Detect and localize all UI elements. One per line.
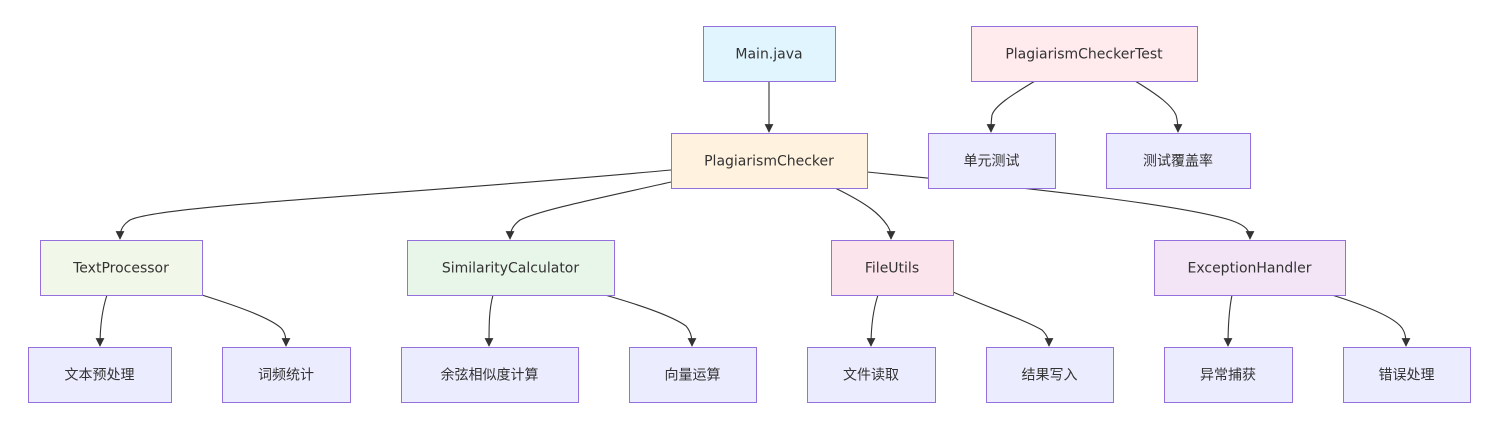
node-main[interactable]: Main.java (703, 26, 836, 82)
edge-checker-to-textproc (115, 169, 672, 240)
node-box (401, 347, 579, 403)
node-label: 余弦相似度计算 (441, 367, 539, 384)
node-box (971, 26, 1198, 82)
node-label: 异常捕获 (1200, 368, 1256, 384)
edge-exhandler-to-excatch (1223, 294, 1233, 347)
edge-checker-to-simcalc (505, 181, 672, 240)
edges-layer (95, 80, 1411, 347)
node-resultwrite[interactable]: 结果写入 (986, 347, 1114, 403)
edge-simcalc-to-cosine (484, 294, 494, 347)
node-label: TextProcessor (72, 261, 169, 277)
node-box (1164, 347, 1293, 403)
node-label: 测试覆盖率 (1143, 153, 1213, 170)
node-preproc[interactable]: 文本预处理 (28, 347, 172, 403)
edge-fileutils-to-resultwrite (952, 291, 1054, 347)
node-box (831, 240, 954, 296)
node-box (222, 347, 351, 403)
node-label: ExceptionHandler (1187, 261, 1311, 277)
edge-textproc-to-preproc (95, 294, 108, 347)
node-label: 向量运算 (665, 368, 721, 384)
node-label: PlagiarismChecker (704, 154, 834, 170)
node-exhandler[interactable]: ExceptionHandler (1154, 240, 1346, 296)
node-box (28, 347, 172, 403)
node-unit[interactable]: 单元测试 (928, 133, 1056, 189)
node-box (40, 240, 203, 296)
node-coverage[interactable]: 测试覆盖率 (1106, 133, 1251, 189)
node-excatch[interactable]: 异常捕获 (1164, 347, 1293, 403)
node-label: 结果写入 (1022, 368, 1078, 384)
node-box (1106, 133, 1251, 189)
node-fileutils[interactable]: FileUtils (831, 240, 954, 296)
node-box (807, 347, 936, 403)
node-box (407, 240, 615, 296)
node-box (1154, 240, 1346, 296)
node-label: SimilarityCalculator (442, 261, 580, 277)
edge-test-to-coverage (1134, 80, 1183, 133)
nodes-layer: Main.java PlagiarismCheckerTestPlagiarism… (28, 26, 1471, 403)
node-label: Main.java (735, 47, 802, 63)
node-label: 词频统计 (258, 368, 314, 384)
node-cosine[interactable]: 余弦相似度计算 (401, 347, 579, 403)
edge-test-to-unit (986, 80, 1036, 133)
node-box (928, 133, 1056, 189)
node-textproc[interactable]: TextProcessor (40, 240, 203, 296)
node-box (1343, 347, 1471, 403)
node-label: 文本预处理 (65, 368, 135, 384)
node-label: 文件读取 (843, 367, 899, 384)
node-label: FileUtils (865, 261, 919, 277)
node-test[interactable]: PlagiarismCheckerTest (971, 26, 1198, 82)
node-box (703, 26, 836, 82)
node-label: 单元测试 (964, 154, 1020, 170)
node-label: PlagiarismCheckerTest (1005, 47, 1163, 63)
node-simcalc[interactable]: SimilarityCalculator (407, 240, 615, 296)
edge-checker-to-fileutils (834, 187, 896, 240)
node-box (629, 347, 757, 403)
node-fileread[interactable]: 文件读取 (807, 347, 936, 403)
node-vector[interactable]: 向量运算 (629, 347, 757, 403)
node-wordfreq[interactable]: 词频统计 (222, 347, 351, 403)
node-box (986, 347, 1114, 403)
edge-fileutils-to-fileread (866, 294, 879, 347)
node-label: 错误处理 (1379, 368, 1435, 384)
edge-exhandler-to-errhandle (1331, 294, 1411, 347)
node-box (671, 133, 868, 189)
edge-simcalc-to-vector (604, 294, 697, 347)
node-errhandle[interactable]: 错误处理 (1343, 347, 1471, 403)
edge-textproc-to-wordfreq (201, 294, 291, 347)
node-checker[interactable]: PlagiarismChecker (671, 133, 868, 189)
